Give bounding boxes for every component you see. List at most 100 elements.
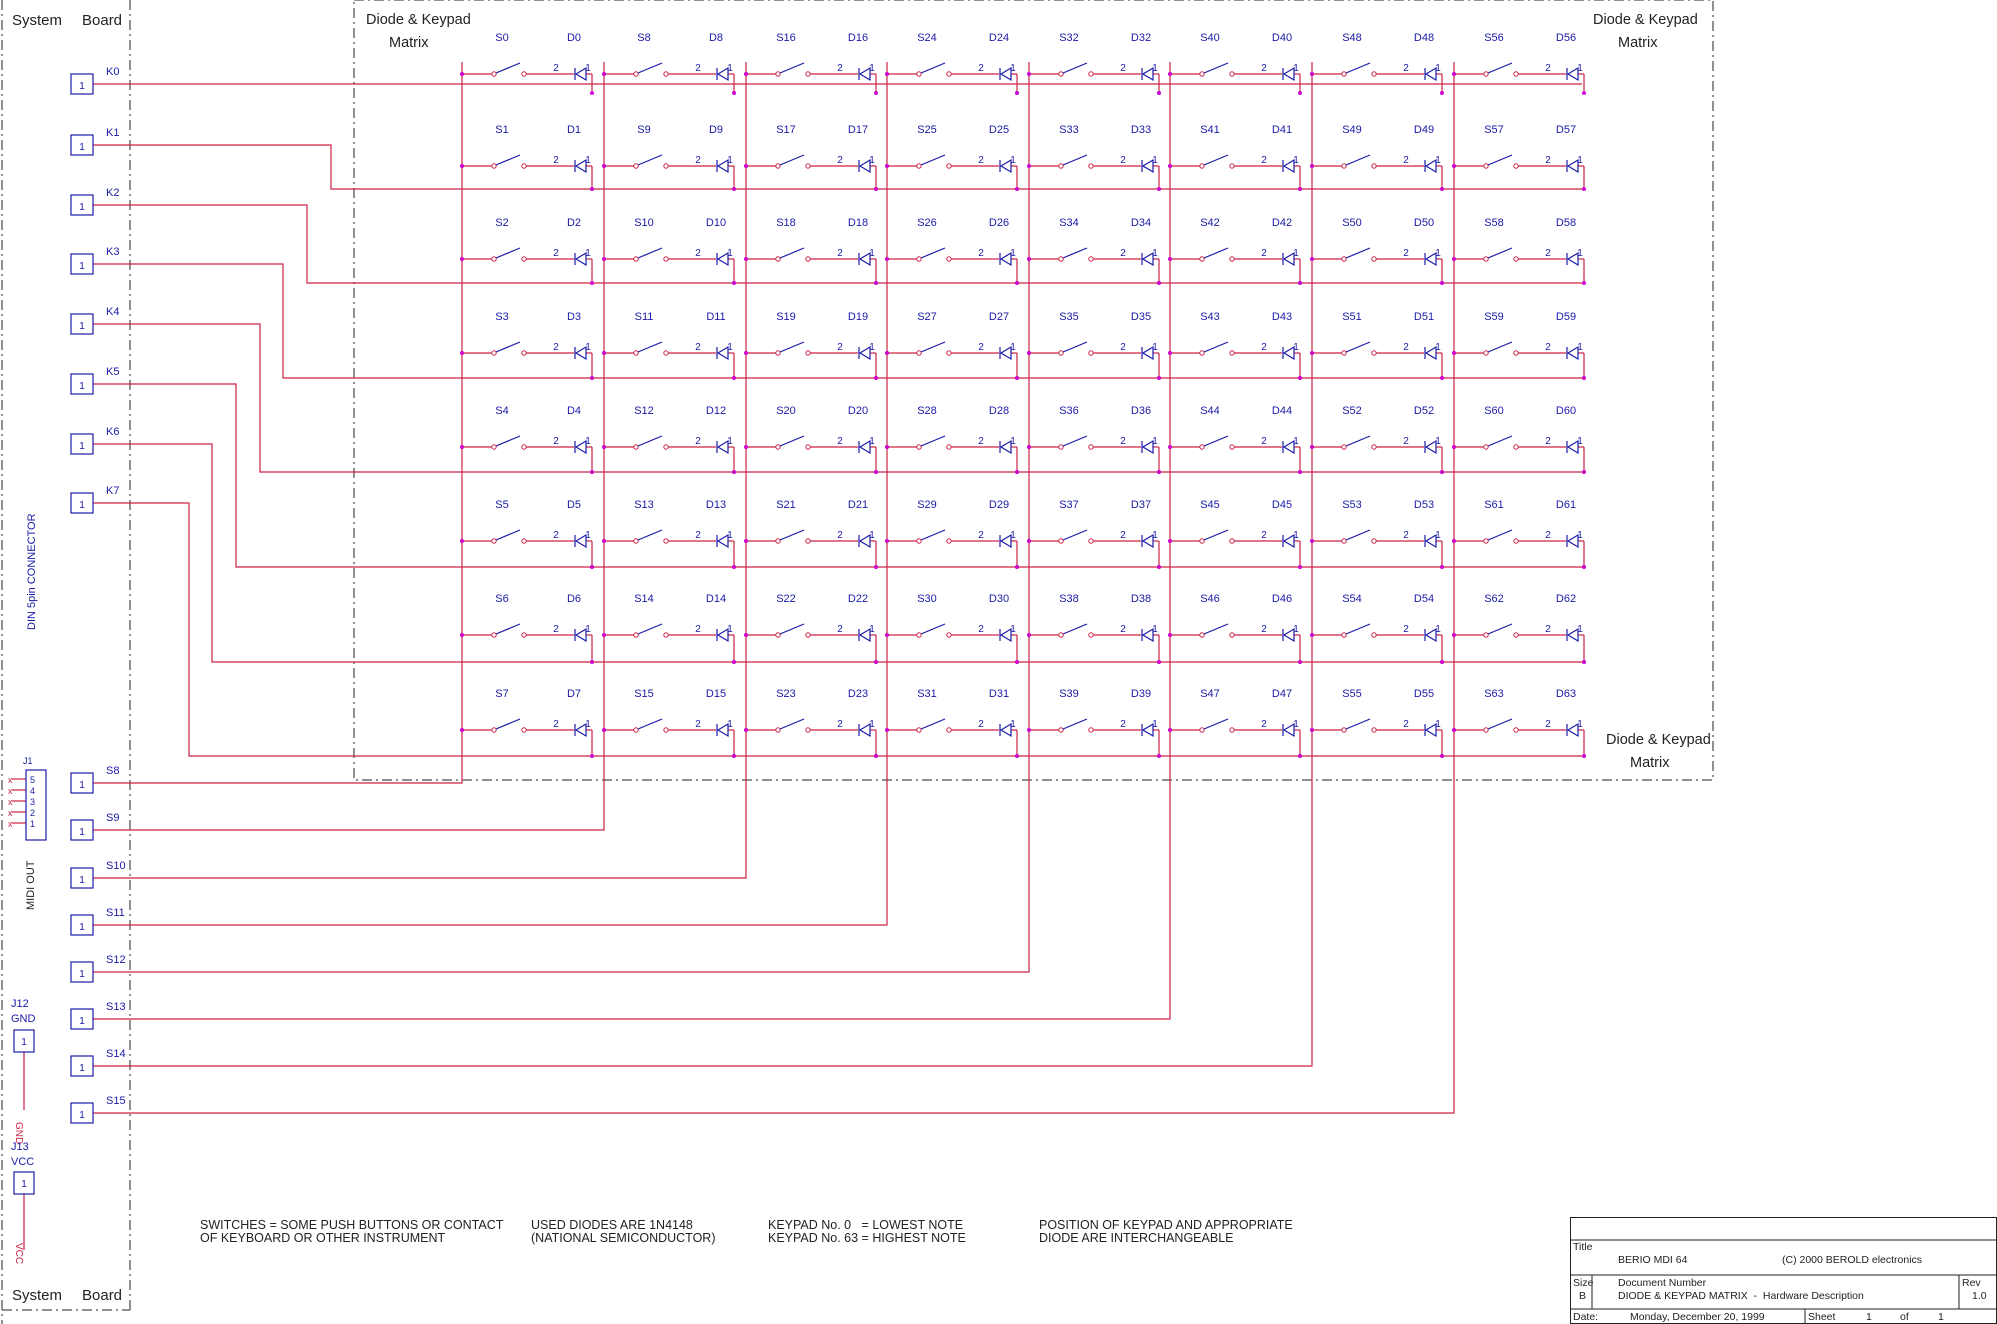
diode-pin-a: 2 — [695, 530, 701, 541]
diode-label-d48: D48 — [1414, 32, 1434, 44]
switch-label-s27: S27 — [917, 311, 937, 323]
switch-lever-s14 — [637, 623, 663, 635]
diode-label-d43: D43 — [1272, 311, 1292, 323]
switch-terminal — [1199, 727, 1205, 733]
diode-pin-a: 2 — [553, 342, 559, 353]
diode-pin-a: 2 — [1120, 530, 1126, 541]
diode-label-d51: D51 — [1414, 311, 1434, 323]
switch-terminal — [805, 444, 811, 450]
switch-label-s36: S36 — [1059, 405, 1079, 417]
diode-pin-a: 2 — [553, 436, 559, 447]
diode-pin-k: 1 — [1435, 63, 1441, 74]
diode-pin-k: 1 — [585, 342, 591, 353]
diode-pin-k: 1 — [1152, 155, 1158, 166]
junction-dot — [874, 565, 878, 569]
switch-terminal — [916, 71, 922, 77]
diode-pin-k: 1 — [1435, 342, 1441, 353]
switch-terminal — [1483, 632, 1489, 638]
switch-terminal — [1371, 163, 1377, 169]
junction-dot — [1015, 91, 1019, 95]
diode-d57 — [1566, 158, 1579, 174]
switch-lever-s53 — [1345, 529, 1371, 541]
switch-terminal — [1371, 538, 1377, 544]
junction-dot — [1027, 72, 1031, 76]
junction-dot — [874, 91, 878, 95]
switch-terminal — [1371, 256, 1377, 262]
switch-lever-s31 — [920, 718, 946, 730]
diode-pin-k: 1 — [1293, 155, 1299, 166]
diode-pin-k: 1 — [1152, 248, 1158, 259]
note-diodes-line2: (NATIONAL SEMICONDUCTOR) — [531, 1231, 716, 1245]
port-box-s11 — [70, 914, 94, 936]
diode-pin-k: 1 — [585, 63, 591, 74]
switch-label-s38: S38 — [1059, 593, 1079, 605]
switch-terminal — [1199, 632, 1205, 638]
j12-name: GND — [11, 1013, 36, 1025]
junction-dot — [1298, 376, 1302, 380]
switch-label-s15: S15 — [634, 688, 654, 700]
switch-terminal — [1341, 632, 1347, 638]
diode-pin-a: 2 — [553, 624, 559, 635]
junction-dot — [602, 539, 606, 543]
diode-d30 — [999, 627, 1012, 643]
junction-dot — [590, 660, 594, 664]
port-pin-k3: 1 — [79, 261, 85, 272]
switch-terminal — [1513, 632, 1519, 638]
switch-label-s14: S14 — [634, 593, 654, 605]
switch-label-s55: S55 — [1342, 688, 1362, 700]
port-box-k7 — [70, 492, 94, 514]
junction-dot — [744, 445, 748, 449]
diode-pin-a: 2 — [837, 436, 843, 447]
diode-pin-k: 1 — [869, 719, 875, 730]
switch-terminal — [1371, 71, 1377, 77]
diode-pin-a: 2 — [837, 624, 843, 635]
diode-d23 — [858, 722, 871, 738]
switch-label-s40: S40 — [1200, 32, 1220, 44]
switch-terminal — [1229, 727, 1235, 733]
switch-terminal — [1341, 538, 1347, 544]
diode-pin-a: 2 — [1120, 63, 1126, 74]
switch-lever-s42 — [1203, 247, 1229, 259]
switch-lever-s43 — [1203, 341, 1229, 353]
switch-terminal — [1341, 350, 1347, 356]
junction-dot — [1027, 633, 1031, 637]
switch-terminal — [1229, 256, 1235, 262]
switch-label-s4: S4 — [495, 405, 508, 417]
switch-terminal — [663, 632, 669, 638]
diode-label-d47: D47 — [1272, 688, 1292, 700]
port-pin-s9: 1 — [79, 827, 85, 838]
diode-pin-a: 2 — [1261, 530, 1267, 541]
diode-pin-k: 1 — [727, 530, 733, 541]
diode-d52 — [1424, 439, 1437, 455]
switch-terminal — [946, 163, 952, 169]
din-pin-4: 4 — [30, 786, 35, 796]
junction-dot — [1027, 164, 1031, 168]
diode-pin-a: 2 — [695, 63, 701, 74]
junction-dot — [885, 633, 889, 637]
switch-lever-s30 — [920, 623, 946, 635]
switch-lever-s63 — [1487, 718, 1513, 730]
diode-pin-k: 1 — [727, 436, 733, 447]
switch-terminal — [1513, 256, 1519, 262]
switch-terminal — [1513, 444, 1519, 450]
junction-dot — [1168, 445, 1172, 449]
diode-label-d12: D12 — [706, 405, 726, 417]
note-position-line2: DIODE ARE INTERCHANGEABLE — [1039, 1231, 1234, 1245]
switch-terminal — [663, 538, 669, 544]
matrix-title-tr: Diode & Keypad — [1593, 12, 1698, 28]
switch-terminal — [946, 727, 952, 733]
j13-pin: 1 — [21, 1179, 27, 1190]
switch-label-s61: S61 — [1484, 499, 1504, 511]
diode-pin-k: 1 — [1435, 530, 1441, 541]
switch-terminal — [633, 632, 639, 638]
diode-d12 — [716, 439, 729, 455]
diode-pin-a: 2 — [978, 719, 984, 730]
port-pin-s11: 1 — [79, 922, 85, 933]
diode-d13 — [716, 533, 729, 549]
junction-dot — [885, 539, 889, 543]
diode-pin-a: 2 — [1403, 530, 1409, 541]
diode-label-d30: D30 — [989, 593, 1009, 605]
junction-dot — [1582, 187, 1586, 191]
switch-terminal — [1341, 727, 1347, 733]
diode-pin-a: 2 — [1545, 63, 1551, 74]
